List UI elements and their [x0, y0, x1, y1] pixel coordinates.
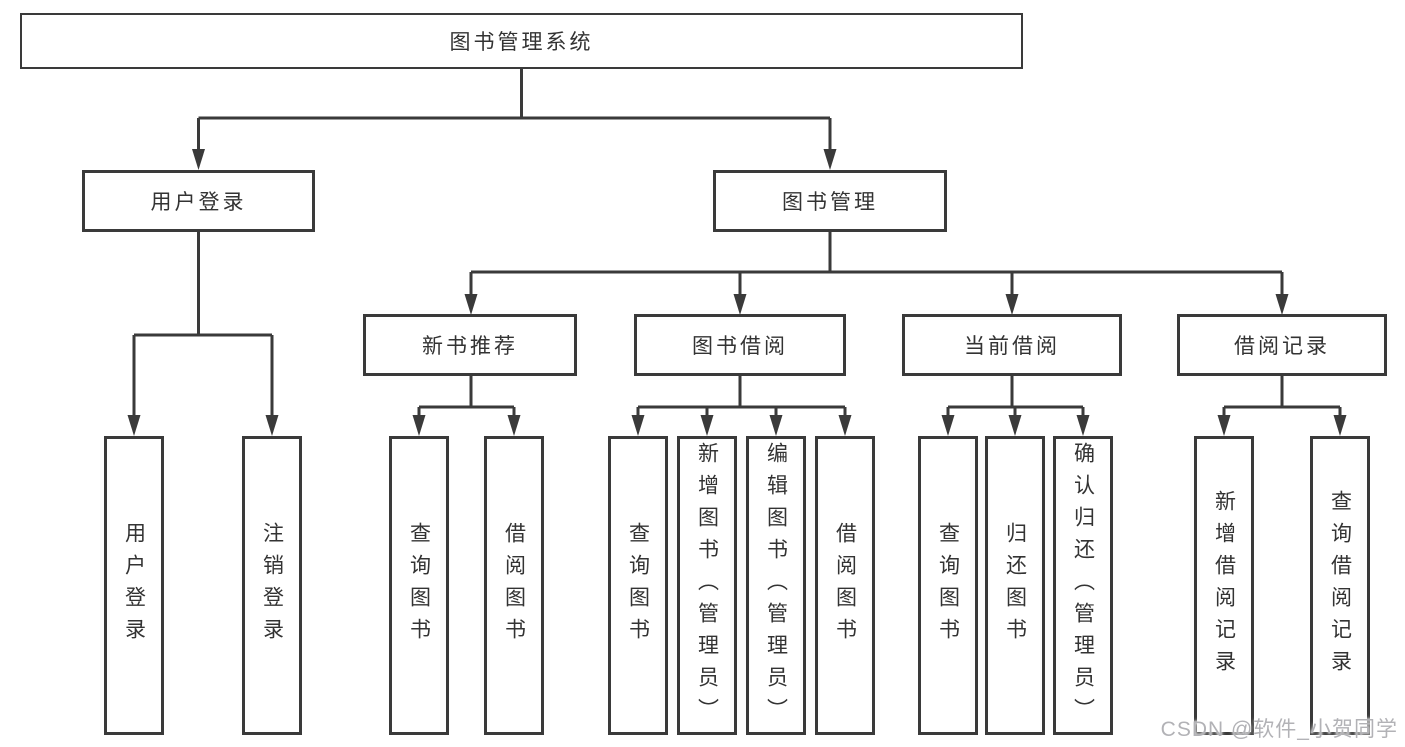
node-library-management-system: 图书管理系统: [20, 13, 1023, 69]
leaf-user-login-label: 用户登录: [122, 521, 146, 650]
node-borrowing-records: 借阅记录: [1177, 314, 1387, 376]
node-new-book-recommendation: 新书推荐: [363, 314, 577, 376]
leaf-add-borrow-record-label: 新增借阅记录: [1212, 489, 1236, 682]
leaf-borrow-books: 借阅图书: [815, 436, 875, 735]
leaf-query-books-newbook: 查询图书: [389, 436, 449, 735]
leaf-borrow-books-newbook-label: 借阅图书: [502, 521, 526, 650]
node-user-login: 用户登录: [82, 170, 315, 232]
leaf-edit-books-admin-label: 编辑图书（管理员）: [764, 441, 788, 730]
leaf-add-books-admin-label: 新增图书（管理员）: [695, 441, 719, 730]
leaf-confirm-return-admin-label: 确认归还（管理员）: [1071, 441, 1095, 730]
leaf-query-borrow-record-label: 查询借阅记录: [1328, 489, 1352, 682]
leaf-return-books-label: 归还图书: [1003, 521, 1027, 650]
leaf-query-books-borrow: 查询图书: [608, 436, 668, 735]
leaf-borrow-books-newbook: 借阅图书: [484, 436, 544, 735]
leaf-query-books-current: 查询图书: [918, 436, 978, 735]
leaf-query-books-newbook-label: 查询图书: [407, 521, 431, 650]
leaf-logout: 注销登录: [242, 436, 302, 735]
leaf-add-borrow-record: 新增借阅记录: [1194, 436, 1254, 735]
node-book-management: 图书管理: [713, 170, 947, 232]
leaf-add-books-admin: 新增图书（管理员）: [677, 436, 737, 735]
leaf-edit-books-admin: 编辑图书（管理员）: [746, 436, 806, 735]
node-current-borrowing: 当前借阅: [902, 314, 1122, 376]
leaf-query-borrow-record: 查询借阅记录: [1310, 436, 1370, 735]
leaf-borrow-books-label: 借阅图书: [833, 521, 857, 650]
leaf-query-books-current-label: 查询图书: [936, 521, 960, 650]
node-book-borrowing: 图书借阅: [634, 314, 846, 376]
leaf-return-books: 归还图书: [985, 436, 1045, 735]
leaf-user-login: 用户登录: [104, 436, 164, 735]
leaf-confirm-return-admin: 确认归还（管理员）: [1053, 436, 1113, 735]
leaf-logout-label: 注销登录: [260, 521, 284, 650]
watermark: CSDN @软件_小贺同学: [1160, 718, 1398, 741]
leaf-query-books-borrow-label: 查询图书: [626, 521, 650, 650]
